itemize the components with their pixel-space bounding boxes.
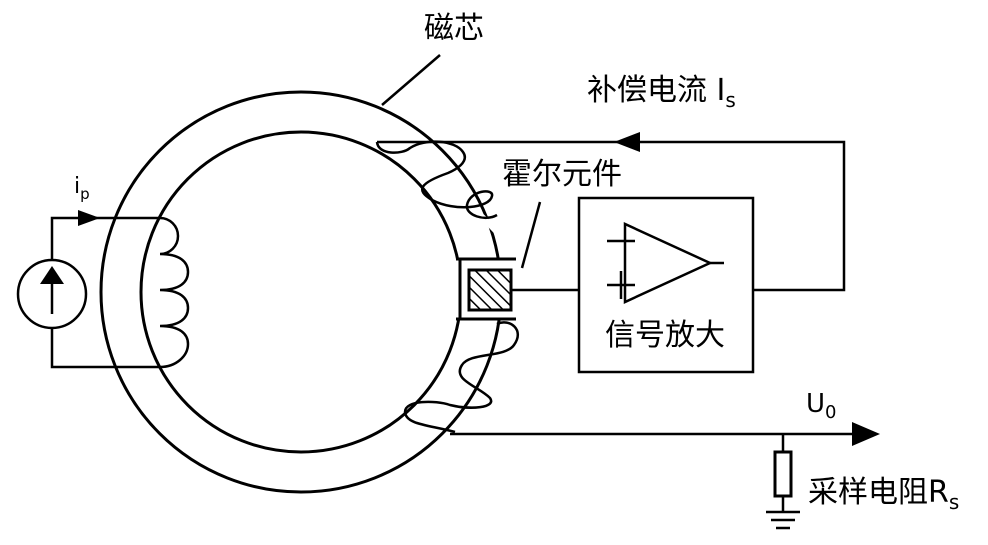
hall-element bbox=[467, 268, 513, 312]
compensation-loop bbox=[377, 140, 846, 292]
compensation-winding-upper bbox=[375, 140, 498, 220]
core-pointer bbox=[381, 54, 441, 106]
current-source bbox=[16, 258, 88, 330]
hall-element-label: 霍尔元件 bbox=[502, 157, 622, 192]
signal-amplifier: 信号放大 bbox=[577, 196, 755, 374]
primary-circuit bbox=[50, 216, 190, 369]
primary-current-arrow-icon bbox=[78, 210, 100, 226]
ground-icon bbox=[766, 510, 800, 530]
primary-current-label: ip bbox=[74, 174, 90, 203]
compensation-current-label: 补偿电流 Is bbox=[587, 73, 736, 112]
amplifier-label: 信号放大 bbox=[605, 318, 725, 353]
hall-element-pointer bbox=[520, 201, 542, 269]
output-arrow-icon bbox=[852, 422, 880, 446]
resistor-symbol bbox=[773, 450, 793, 498]
op-amp-icon bbox=[623, 222, 713, 304]
sampling-resistor-label: 采样电阻Rs bbox=[808, 475, 959, 514]
output-voltage-label: U0 bbox=[806, 389, 836, 423]
compensation-arrow-icon bbox=[614, 132, 640, 152]
compensation-winding-lower bbox=[403, 321, 520, 434]
output-line bbox=[450, 422, 880, 446]
core-label: 磁芯 bbox=[424, 11, 484, 46]
sampling-resistor bbox=[773, 434, 793, 512]
primary-coil bbox=[159, 216, 190, 369]
